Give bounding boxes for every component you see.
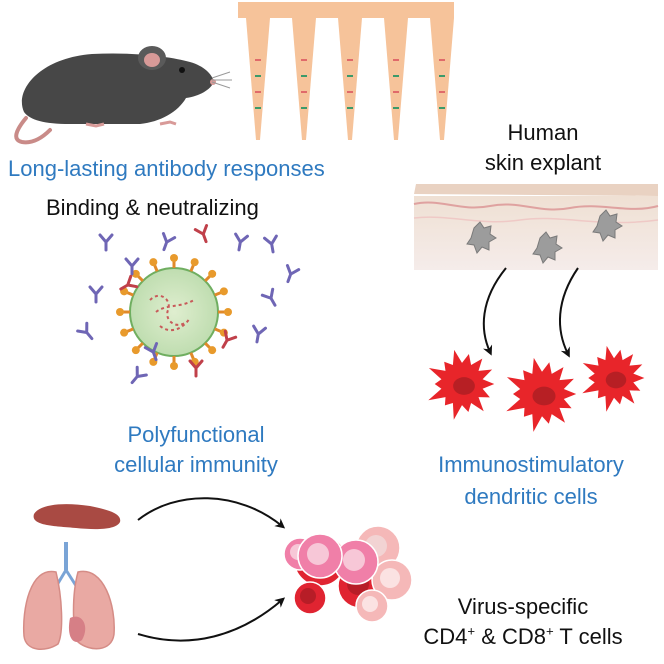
antibody-icon [252, 324, 267, 344]
antibody-icon [98, 233, 114, 252]
antibody-icon [193, 223, 209, 244]
virus-spike [131, 346, 140, 355]
t-cell-cluster-icon [283, 525, 413, 623]
cd4-text: CD4 [423, 624, 468, 649]
cd4-plus: + [467, 623, 476, 639]
antibody-icon [124, 257, 140, 276]
microneedle [338, 18, 362, 140]
antibody-icon [88, 285, 104, 304]
dc-nucleus [532, 386, 556, 406]
microneedle [292, 18, 316, 140]
t-cell-icon [297, 533, 343, 579]
virus-spike [120, 328, 129, 337]
microneedle [430, 18, 454, 140]
cd8-text: & CD8 [475, 624, 547, 649]
antibody-subtitle: Binding & neutralizing [46, 195, 259, 220]
antibody-icon [234, 232, 249, 252]
antibody-icon [263, 234, 278, 254]
antibody-icon [221, 329, 238, 349]
antibody-icon [130, 365, 148, 385]
cellular-label-line2: cellular immunity [114, 452, 278, 477]
dendritic-cell-icon [506, 357, 577, 432]
t-cells-text: T cells [553, 624, 623, 649]
virus-spike [208, 269, 217, 278]
dc-label-line2: dendritic cells [464, 484, 598, 509]
dendritic-cells-label: Immunostimulatory dendritic cells [400, 449, 662, 513]
virus-spike [224, 308, 232, 316]
t-cell-icon [333, 539, 379, 585]
dendritic-cell-group [428, 345, 645, 432]
t-cell-label-line2: CD4+ & CD8+ T cells [386, 622, 660, 652]
virus-spike [190, 258, 199, 267]
mouse-icon [14, 46, 232, 145]
skin-label-line1: Human [507, 120, 579, 145]
virus-spike [170, 254, 178, 262]
virus-spike [208, 346, 217, 355]
virus-spike [149, 258, 158, 267]
dc-nucleus [605, 371, 627, 389]
arrow-icon [137, 497, 286, 529]
t-cell-icon [371, 559, 413, 601]
arrow-icon [559, 267, 579, 358]
antibody-icon [188, 359, 204, 378]
antibody-icon [119, 274, 139, 291]
antibody-title: Long-lasting antibody responses [8, 156, 325, 181]
dc-nucleus [453, 377, 475, 395]
virus-spike [170, 362, 178, 370]
cellular-immunity-label: Polyfunctional cellular immunity [104, 420, 288, 480]
spleen-icon [33, 504, 121, 530]
dendritic-cell-icon [428, 349, 495, 420]
t-cell-icon [355, 589, 389, 623]
microneedle [384, 18, 408, 140]
skin-label-line2: skin explant [484, 150, 602, 175]
microneedle-patch-icon [238, 2, 454, 140]
microneedle [246, 18, 270, 140]
cd8-plus: + [546, 623, 554, 639]
antibody-icon [161, 231, 177, 252]
virus-spike [131, 269, 140, 278]
antibody-icon [76, 321, 94, 341]
dendritic-cell-icon [582, 345, 645, 412]
antibody-group [76, 223, 301, 385]
arrow-icon [137, 597, 286, 642]
antibody-icon [285, 263, 301, 284]
skin-explant-label: Human skin explant [468, 118, 618, 178]
cellular-label-line1: Polyfunctional [127, 422, 265, 447]
skin-explant-icon [413, 184, 659, 270]
t-cell-label-line1: Virus-specific [457, 594, 589, 619]
t-cell-icon [293, 581, 327, 615]
virus-spike [116, 308, 124, 316]
virus-spike [219, 287, 228, 296]
lungs-icon [22, 542, 115, 650]
antibody-icon [260, 287, 277, 307]
virus-icon [116, 254, 232, 370]
arrow-icon [482, 267, 507, 356]
dc-label-line1: Immunostimulatory [438, 452, 624, 477]
antibody-icon [143, 341, 159, 362]
t-cells-label: Virus-specific CD4+ & CD8+ T cells [386, 592, 660, 652]
